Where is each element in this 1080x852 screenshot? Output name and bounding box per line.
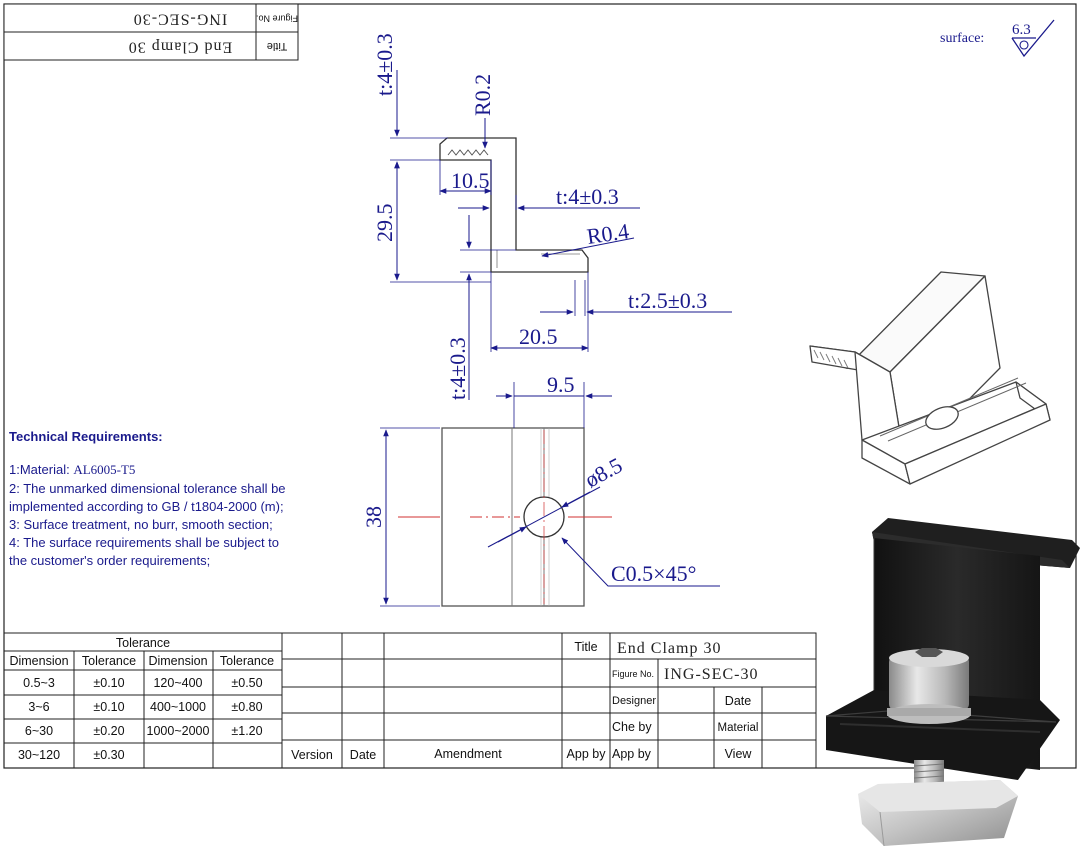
profile-view: t:4±0.3 R0.2 10.5 t:4±0.3 29.5 R0.4 t:2.… xyxy=(372,33,732,400)
title-value-top: End Clamp 30 xyxy=(128,38,232,55)
plan-view: 9.5 ø8.5 38 C0.5×45° xyxy=(361,372,720,607)
tol-cell: 120~400 xyxy=(153,676,202,690)
dim-t-top: t:4±0.3 xyxy=(372,33,397,96)
tb-material: Material xyxy=(718,722,759,734)
tech-req-line1-prefix: 1:Material: xyxy=(9,462,73,477)
tech-req-line4b: the customer's order requirements; xyxy=(9,553,210,568)
tol-cell: 3~6 xyxy=(28,700,49,714)
rev-amendment: Amendment xyxy=(434,747,502,761)
tol-cell: ±0.50 xyxy=(231,676,262,690)
tech-req-line1: 1:Material: AL6005-T5 xyxy=(9,462,135,477)
tech-req-line2a: 2: The unmarked dimensional tolerance sh… xyxy=(9,481,286,496)
tech-req-line4a: 4: The surface requirements shall be sub… xyxy=(9,535,279,550)
tb-date: Date xyxy=(725,694,751,708)
bottom-tables xyxy=(3,632,817,769)
tol-cell: ±0.10 xyxy=(93,700,124,714)
tolerance-title: Tolerance xyxy=(116,636,170,650)
tol-header-4: Tolerance xyxy=(220,654,274,668)
tol-cell: 30~120 xyxy=(18,748,60,762)
isometric-drawing xyxy=(809,271,1051,485)
tb-view: View xyxy=(725,747,753,761)
tol-cell: ±0.10 xyxy=(93,676,124,690)
rev-date: Date xyxy=(350,748,376,762)
rev-app-by: App by xyxy=(567,747,607,761)
tech-req-heading: Technical Requirements: xyxy=(9,429,163,444)
tech-req-line2b: implemented according to GB / t1804-2000… xyxy=(9,499,284,514)
figure-no-label-top: Figure No. xyxy=(256,14,298,24)
technical-requirements: Technical Requirements: 1:Material: AL60… xyxy=(9,429,286,568)
tol-header-1: Dimension xyxy=(9,654,68,668)
tech-req-material: AL6005-T5 xyxy=(73,462,135,477)
tb-title-label: Title xyxy=(574,640,597,654)
surface-value: 6.3 xyxy=(1012,22,1031,38)
tol-cell: ±1.20 xyxy=(231,724,262,738)
revision-table: Version Date Amendment App by xyxy=(291,747,606,762)
roughness-icon xyxy=(1011,19,1055,58)
dim-chamfer: C0.5×45° xyxy=(611,561,696,586)
dim-95: 9.5 xyxy=(547,372,575,397)
tol-cell: 400~1000 xyxy=(150,700,206,714)
tb-figure-no-label: Figure No. xyxy=(612,669,654,679)
tb-app-by: App by xyxy=(612,747,652,761)
dim-r02: R0.2 xyxy=(470,74,495,116)
dim-38: 38 xyxy=(361,506,386,528)
dim-t-base: t:2.5±0.3 xyxy=(628,288,707,313)
tol-header-2: Tolerance xyxy=(82,654,136,668)
surface-label: surface: xyxy=(940,31,984,46)
tech-req-line3: 3: Surface treatment, no burr, smooth se… xyxy=(9,517,273,532)
product-photo xyxy=(825,518,1080,847)
tol-cell: ±0.20 xyxy=(93,724,124,738)
tolerance-table: Tolerance Dimension Tolerance Dimension … xyxy=(9,636,274,762)
iso-bolt-hole xyxy=(925,406,959,430)
profile-outline xyxy=(439,137,589,273)
title-block: Title End Clamp 30 Figure No. ING-SEC-30… xyxy=(574,640,758,761)
dim-dia85: ø8.5 xyxy=(581,452,627,492)
figure-no-value-top: ING-SEC-30 xyxy=(133,10,227,27)
tb-title-value: End Clamp 30 xyxy=(617,640,721,657)
dim-r04: R0.4 xyxy=(585,218,630,249)
tb-designer: Designer xyxy=(612,695,656,707)
dim-t-bottom: t:4±0.3 xyxy=(445,337,470,400)
tb-figure-no-value: ING-SEC-30 xyxy=(664,666,758,683)
tb-che-by: Che by xyxy=(612,720,652,734)
tol-cell: 1000~2000 xyxy=(147,724,210,738)
dim-105: 10.5 xyxy=(451,168,490,193)
title-label-top: Title xyxy=(267,40,287,52)
tol-header-3: Dimension xyxy=(148,654,207,668)
title-block-top: Figure No. ING-SEC-30 Title End Clamp 30 xyxy=(3,3,299,61)
dim-t-mid: t:4±0.3 xyxy=(556,184,619,209)
dim-205: 20.5 xyxy=(519,324,558,349)
rev-version: Version xyxy=(291,748,333,762)
dim-295: 29.5 xyxy=(372,204,397,243)
tol-cell: ±0.30 xyxy=(93,748,124,762)
tol-cell: 0.5~3 xyxy=(23,676,55,690)
surface-roughness: surface: 6.3 xyxy=(940,19,1055,58)
tol-cell: 6~30 xyxy=(25,724,53,738)
tol-cell: ±0.80 xyxy=(231,700,262,714)
